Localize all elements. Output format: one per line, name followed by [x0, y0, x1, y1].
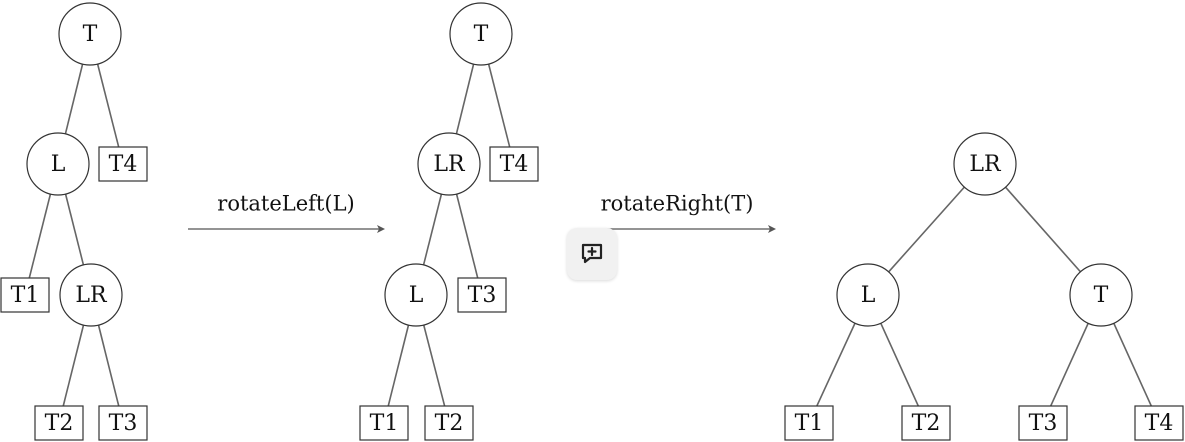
- node-circle: [384, 263, 448, 327]
- subtree-leaf-t1: T1: [359, 405, 409, 441]
- add-comment-icon: [581, 243, 603, 264]
- leaf-box: [457, 277, 507, 313]
- transform-arrow-rotateleft-l: rotateLeft(L): [188, 192, 385, 233]
- subtree-leaf-t1: T1: [784, 405, 834, 441]
- subtree-leaf-t4: T4: [489, 146, 539, 182]
- tree-node-lr: LR: [59, 263, 123, 327]
- node-circle: [417, 132, 481, 196]
- node-label: T4: [109, 152, 138, 177]
- leaf-box: [1018, 405, 1068, 441]
- node-label: L: [409, 283, 424, 308]
- node-label: T1: [795, 411, 824, 436]
- leaf-box: [34, 405, 84, 441]
- leaf-box: [901, 405, 951, 441]
- node-label: T: [1094, 283, 1109, 308]
- node-circle: [953, 132, 1017, 196]
- subtree-leaf-t2: T2: [34, 405, 84, 441]
- leaf-box: [0, 277, 50, 313]
- tree-node-l: L: [26, 132, 90, 196]
- node-label: T3: [109, 411, 138, 436]
- arrow-label: rotateRight(T): [601, 192, 754, 216]
- node-label: T2: [912, 411, 941, 436]
- leaf-box: [784, 405, 834, 441]
- leaf-box: [489, 146, 539, 182]
- node-label: T3: [468, 283, 497, 308]
- node-label: T: [83, 22, 98, 47]
- node-label: T4: [1145, 411, 1174, 436]
- tree-node-lr: LR: [417, 132, 481, 196]
- node-circle: [449, 2, 513, 66]
- tree-node-l: L: [836, 263, 900, 327]
- node-label: T4: [500, 152, 529, 177]
- leaf-box: [98, 146, 148, 182]
- node-circle: [26, 132, 90, 196]
- tree-node-t: T: [58, 2, 122, 66]
- subtree-leaf-t3: T3: [98, 405, 148, 441]
- arrow-head: [768, 225, 776, 233]
- subtree-leaf-t3: T3: [457, 277, 507, 313]
- node-label: L: [861, 283, 876, 308]
- node-label: T3: [1029, 411, 1058, 436]
- node-label: LR: [75, 283, 108, 308]
- subtree-leaf-t1: T1: [0, 277, 50, 313]
- add-comment-button[interactable]: [567, 228, 617, 280]
- tree-node-t: T: [449, 2, 513, 66]
- node-label: LR: [969, 152, 1002, 177]
- leaf-box: [1134, 405, 1184, 441]
- node-circle: [836, 263, 900, 327]
- node-label: T: [474, 22, 489, 47]
- node-circle: [59, 263, 123, 327]
- subtree-leaf-t4: T4: [98, 146, 148, 182]
- node-label: T1: [370, 411, 399, 436]
- arrows-layer: rotateLeft(L) rotateRight(T): [188, 192, 776, 233]
- tree-node-t: T: [1069, 263, 1133, 327]
- arrow-label: rotateLeft(L): [217, 192, 354, 216]
- node-circle: [58, 2, 122, 66]
- arrow-head: [377, 225, 385, 233]
- node-label: T2: [435, 411, 464, 436]
- node-circle: [1069, 263, 1133, 327]
- node-label: LR: [433, 152, 466, 177]
- tree-node-lr: LR: [953, 132, 1017, 196]
- subtree-leaf-t2: T2: [901, 405, 951, 441]
- leaf-box: [424, 405, 474, 441]
- subtree-leaf-t3: T3: [1018, 405, 1068, 441]
- leaf-box: [98, 405, 148, 441]
- node-label: L: [51, 152, 66, 177]
- leaf-box: [359, 405, 409, 441]
- subtree-leaf-t4: T4: [1134, 405, 1184, 441]
- node-label: T2: [45, 411, 74, 436]
- subtree-leaf-t2: T2: [424, 405, 474, 441]
- transform-arrow-rotateright-t: rotateRight(T): [578, 192, 776, 233]
- tree-node-l: L: [384, 263, 448, 327]
- node-label: T1: [11, 283, 40, 308]
